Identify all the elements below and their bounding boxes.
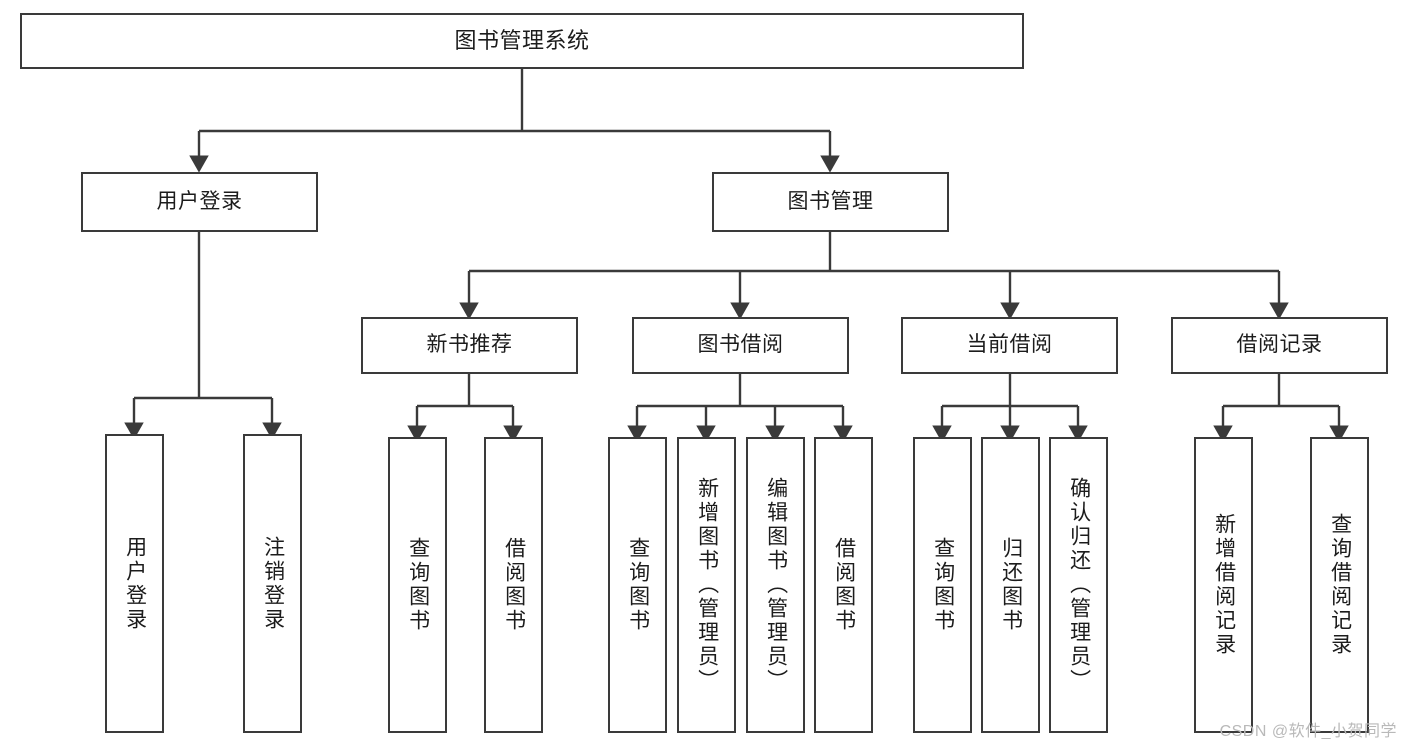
node-label: 当前借阅 [966,333,1053,357]
node-label: 用户登录 [123,535,147,632]
node-label: 确认归还（管理员） [1067,477,1091,693]
leaf-book-borrow-query-book[interactable]: 查询图书 [608,437,667,733]
leaf-current-borrow-return-book[interactable]: 归还图书 [981,437,1040,733]
leaf-new-book-borrow-book[interactable]: 借阅图书 [484,437,543,733]
csdn-watermark: CSDN @软件_小贺同学 [1219,723,1397,740]
leaf-user-login-logout[interactable]: 注销登录 [243,434,302,733]
node-label: 图书管理 [787,189,874,213]
node-label: 新增借阅记录 [1212,513,1236,657]
leaf-current-borrow-query-book[interactable]: 查询图书 [913,437,972,733]
node-new-book-recommend[interactable]: 新书推荐 [361,317,578,374]
node-label: 新增图书（管理员） [695,477,719,693]
leaf-borrow-record-query-record[interactable]: 查询借阅记录 [1310,437,1369,733]
node-label: 借阅图书 [832,537,856,633]
node-label: 借阅记录 [1236,333,1323,357]
node-label: 查询图书 [406,537,430,633]
node-label: 图书管理系统 [454,28,590,54]
node-label: 归还图书 [999,537,1023,633]
leaf-book-borrow-edit-book-admin[interactable]: 编辑图书（管理员） [746,437,805,733]
node-borrow-record[interactable]: 借阅记录 [1171,317,1388,374]
leaf-user-login-login[interactable]: 用户登录 [105,434,164,733]
node-book-borrow[interactable]: 图书借阅 [632,317,849,374]
node-label: 新书推荐 [426,333,513,357]
node-root-book-management-system[interactable]: 图书管理系统 [20,13,1024,69]
leaf-new-book-query-book[interactable]: 查询图书 [388,437,447,733]
leaf-borrow-record-add-record[interactable]: 新增借阅记录 [1194,437,1253,733]
node-label: 查询借阅记录 [1328,513,1352,657]
node-label: 查询图书 [626,537,650,633]
leaf-book-borrow-borrow-book[interactable]: 借阅图书 [814,437,873,733]
node-label: 借阅图书 [502,537,526,633]
leaf-current-borrow-confirm-return-admin[interactable]: 确认归还（管理员） [1049,437,1108,733]
leaf-book-borrow-add-book-admin[interactable]: 新增图书（管理员） [677,437,736,733]
node-current-borrow[interactable]: 当前借阅 [901,317,1118,374]
node-label: 查询图书 [931,537,955,633]
node-label: 编辑图书（管理员） [764,477,788,693]
node-book-management[interactable]: 图书管理 [712,172,949,232]
node-label: 用户登录 [156,189,243,213]
node-label: 图书借阅 [697,333,784,357]
node-label: 注销登录 [261,535,285,632]
node-user-login[interactable]: 用户登录 [81,172,318,232]
